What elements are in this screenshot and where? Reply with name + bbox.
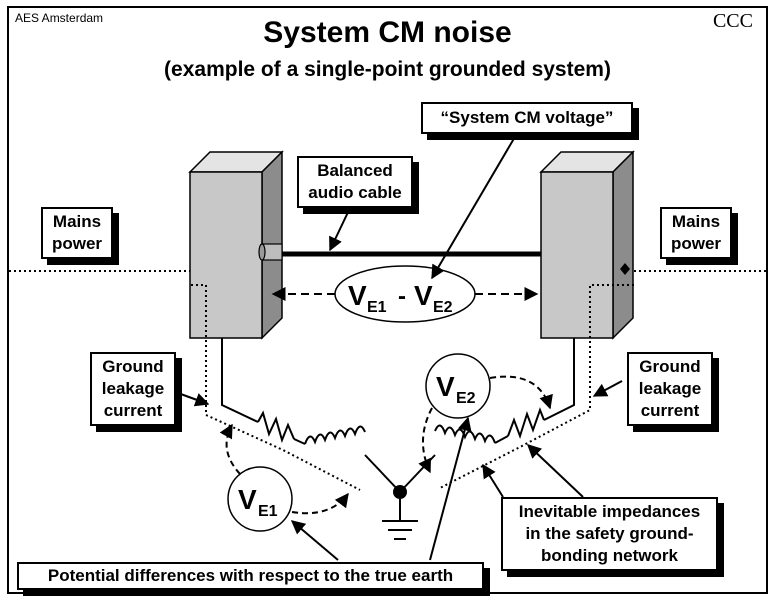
system-cm-voltage-callout: “System CM voltage”: [421, 102, 633, 134]
earth-ground-symbol: [382, 499, 418, 540]
diff-minus: -: [398, 283, 406, 310]
ve2-subscript: E2: [456, 390, 476, 407]
ve1-symbol: V: [238, 484, 257, 515]
ground-conductor-left: [221, 338, 401, 493]
page-title: System CM noise: [263, 16, 512, 49]
diff-v1: V: [348, 280, 367, 311]
potential-pointer-ve2: [429, 416, 472, 561]
system-cm-pointer: [431, 129, 520, 280]
ve1-circle: [227, 466, 293, 532]
impedance-pointer-inductor: [482, 463, 504, 498]
impedances-callout: Inevitable impedances in the safety grou…: [501, 497, 718, 571]
ve2-symbol: V: [436, 371, 455, 402]
organization-label: AES Amsterdam: [15, 11, 104, 25]
ve2-arrow-right: [489, 375, 553, 410]
ve1-subscript: E1: [258, 503, 278, 520]
mains-power-left-callout: Mains power: [41, 207, 113, 259]
ve1-arrow-up: [219, 423, 241, 475]
equipment-box-right: [539, 150, 635, 340]
diagram-frame: [7, 6, 768, 594]
balanced-cable-pointer: [329, 207, 351, 252]
leakage-pointer-right: [592, 380, 623, 397]
diff-sub2: E2: [433, 299, 453, 316]
ve2-arrow-down: [418, 407, 433, 474]
ground-wire-left-dotted: [191, 284, 361, 491]
ground-point-marker: [620, 263, 630, 275]
diff-v2: V: [414, 280, 433, 311]
diff-sub1: E1: [367, 299, 387, 316]
equipment-box-left: [188, 150, 284, 340]
ground-leakage-left-callout: Ground leakage current: [90, 352, 176, 426]
mains-power-right-callout: Mains power: [660, 207, 732, 259]
potential-differences-callout: Potential differences with respect to th…: [17, 562, 484, 590]
impedance-pointer-resistor: [526, 444, 584, 498]
ve1-arrow-right: [291, 492, 349, 515]
cable-connector: [258, 243, 283, 261]
corner-mark: CCC: [712, 10, 753, 32]
potential-pointer-ve1: [290, 520, 339, 561]
ground-node: [393, 485, 407, 499]
page-subtitle: (example of a single-point grounded syst…: [164, 58, 611, 81]
ground-leakage-right-callout: Ground leakage current: [627, 352, 713, 426]
balanced-audio-cable-callout: Balanced audio cable: [297, 156, 413, 208]
ground-conductor-right: [399, 338, 575, 493]
leakage-pointer-left: [177, 392, 210, 407]
